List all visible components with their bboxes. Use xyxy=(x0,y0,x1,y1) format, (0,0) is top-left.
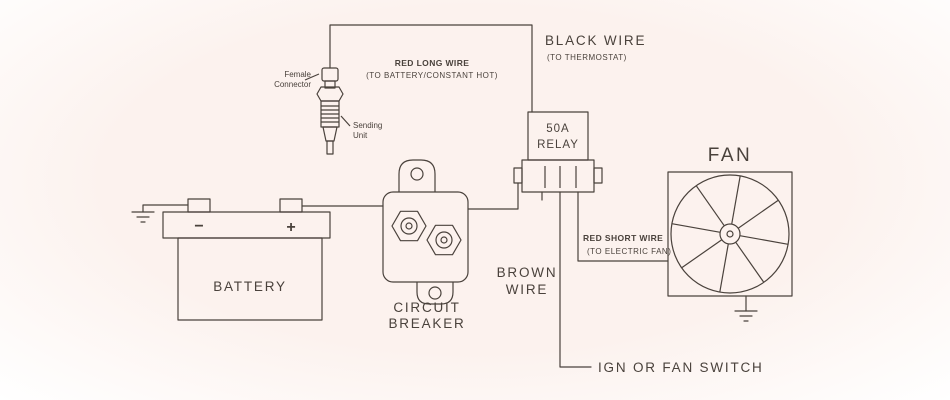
relay-body xyxy=(527,111,589,161)
breaker-stud-right xyxy=(435,231,453,249)
sending-unit-taper xyxy=(322,126,338,142)
circuit-breaker-label-line2: BREAKER xyxy=(388,316,465,331)
sending-unit-pointer-line xyxy=(340,115,351,127)
red-long-wire-sublabel: (TO BATTERY/CONSTANT HOT) xyxy=(366,71,498,80)
female-connector-body xyxy=(321,67,339,82)
female-connector-label-line2: Connector xyxy=(274,80,311,89)
battery-top xyxy=(162,211,331,239)
relay-connector-base xyxy=(521,159,595,193)
fan-label: FAN xyxy=(708,145,752,166)
black-wire-to-thermostat xyxy=(329,24,533,113)
fan-spoke xyxy=(671,223,721,233)
fan-spoke xyxy=(739,235,789,245)
red-short-wire xyxy=(577,191,669,262)
breaker-hex-nut-right xyxy=(426,224,462,256)
fan-spoke xyxy=(737,199,779,229)
relay-left-tab xyxy=(513,167,523,184)
sending-unit: Female Connector Sending Unit xyxy=(274,67,382,155)
battery-positive-terminal xyxy=(279,198,303,213)
breaker-hex-nut-left xyxy=(391,210,427,242)
sending-unit-label-line2: Unit xyxy=(353,131,368,140)
battery-minus-symbol: − xyxy=(194,218,203,235)
circuit-breaker: CIRCUIT BREAKER xyxy=(382,159,469,331)
circuit-breaker-label-line1: CIRCUIT xyxy=(393,300,460,315)
fan-spoke xyxy=(731,175,741,225)
brown-wire-label-line2: WIRE xyxy=(506,282,548,297)
battery-body xyxy=(177,237,323,321)
breaker-stud-left xyxy=(400,217,418,235)
fan-spoke xyxy=(681,239,723,269)
fan-ground-symbol xyxy=(734,295,758,322)
breaker-top-tab xyxy=(398,159,436,192)
fan: FAN xyxy=(667,145,793,297)
battery: − + BATTERY xyxy=(162,198,331,321)
breaker-top-hole xyxy=(410,167,424,181)
breaker-plate xyxy=(382,191,469,283)
breaker-bottom-hole xyxy=(428,286,442,300)
fan-spoke xyxy=(719,243,729,293)
relay: 50A RELAY xyxy=(513,111,603,193)
fan-shroud xyxy=(667,171,793,297)
relay-label-line2: RELAY xyxy=(537,139,579,151)
fan-ring xyxy=(670,174,790,294)
red-long-wire-label: RED LONG WIRE xyxy=(395,58,470,68)
breaker-bottom-tab xyxy=(416,282,454,305)
fan-hub-center xyxy=(726,230,734,238)
relay-right-tab xyxy=(593,167,603,184)
connector-neck xyxy=(324,80,336,89)
red-long-wire xyxy=(467,182,519,210)
black-wire-label: BLACK WIRE xyxy=(545,33,646,48)
battery-label: BATTERY xyxy=(213,279,287,294)
sending-unit-label-line1: Sending xyxy=(353,121,382,130)
female-connector-pointer-line xyxy=(304,73,320,81)
female-connector-label-line1: Female xyxy=(284,70,311,79)
red-short-wire-label: RED SHORT WIRE xyxy=(583,233,663,243)
sending-unit-hex-cap xyxy=(316,86,344,102)
battery-ground-symbol xyxy=(131,204,189,223)
ign-or-fan-switch-label: IGN OR FAN SWITCH xyxy=(598,360,764,375)
breaker-stud-left-center xyxy=(405,222,413,230)
battery-negative-terminal xyxy=(187,198,211,213)
battery-plus-symbol: + xyxy=(286,219,295,236)
relay-label-line1: 50A xyxy=(546,123,569,135)
breaker-stud-right-center xyxy=(440,236,448,244)
fan-spoke xyxy=(735,241,765,283)
fan-hub xyxy=(719,223,741,245)
fan-spoke xyxy=(695,185,725,227)
red-short-wire-sublabel: (TO ELECTRIC FAN) xyxy=(587,247,671,256)
ground-stem xyxy=(142,204,189,213)
black-wire-sublabel: (TO THERMOSTAT) xyxy=(547,53,627,62)
sending-unit-tip xyxy=(326,140,334,155)
brown-wire xyxy=(559,191,592,368)
brown-wire-label-line1: BROWN xyxy=(497,265,558,280)
